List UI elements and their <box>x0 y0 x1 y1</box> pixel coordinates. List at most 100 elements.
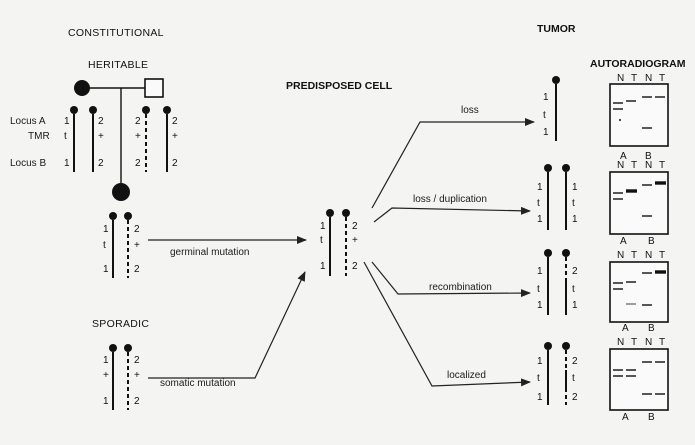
loss-arrow <box>371 118 535 209</box>
tumor-recombination-chromosomes: 1 t 1 2 t 1 <box>537 249 578 315</box>
svg-text:T: T <box>631 160 637 171</box>
tumor-loss-chromosomes: 1 t 1 <box>543 76 560 141</box>
svg-text:B: B <box>648 412 655 423</box>
unaffected-parent-chromosomes: 2 + 2 2 + 2 <box>135 106 178 172</box>
svg-text:B: B <box>645 151 652 162</box>
recombination-label: recombination <box>429 282 492 293</box>
svg-text:N: N <box>645 337 652 348</box>
svg-text:1: 1 <box>103 396 109 407</box>
svg-text:2: 2 <box>134 264 140 275</box>
svg-text:t: t <box>572 373 575 384</box>
svg-text:1: 1 <box>103 264 109 275</box>
svg-text:2: 2 <box>134 396 140 407</box>
svg-text:N: N <box>645 250 652 261</box>
svg-text:+: + <box>135 131 141 142</box>
sporadic-chromosomes: 1 + 1 2 + 2 <box>103 344 140 410</box>
svg-text:t: t <box>64 131 67 142</box>
svg-text:t: t <box>543 110 546 121</box>
autoradiogram-panel-recombination: N T N T A B <box>609 250 669 334</box>
localized-label: localized <box>447 370 486 381</box>
svg-text:2: 2 <box>352 261 358 272</box>
autoradiogram-panel-localized: N T N T A B <box>609 337 669 423</box>
svg-text:N: N <box>645 73 652 84</box>
tumor-heading: TUMOR <box>537 23 576 35</box>
sporadic-heading: SPORADIC <box>92 318 149 330</box>
svg-text:+: + <box>98 131 104 142</box>
svg-text:1: 1 <box>537 300 543 311</box>
svg-text:N: N <box>617 250 624 261</box>
svg-text:2: 2 <box>134 355 140 366</box>
localized-arrow <box>363 261 531 387</box>
svg-text:1: 1 <box>543 92 549 103</box>
svg-text:1: 1 <box>537 182 543 193</box>
constitutional-heading: CONSTITUTIONAL <box>68 27 164 39</box>
svg-text:1: 1 <box>537 266 543 277</box>
svg-text:N: N <box>617 73 624 84</box>
svg-text:T: T <box>631 337 637 348</box>
svg-text:2: 2 <box>572 266 578 277</box>
svg-text:1: 1 <box>64 158 70 169</box>
svg-text:1: 1 <box>572 182 578 193</box>
svg-text:t: t <box>103 240 106 251</box>
svg-text:2: 2 <box>172 158 178 169</box>
loss-duplication-label: loss / duplication <box>413 194 487 205</box>
svg-text:1: 1 <box>537 214 543 225</box>
svg-text:t: t <box>537 284 540 295</box>
svg-text:+: + <box>172 131 178 142</box>
affected-parent-chromosomes: 1 t 1 2 + 2 <box>64 106 104 172</box>
svg-text:N: N <box>617 160 624 171</box>
svg-text:+: + <box>134 370 140 381</box>
svg-text:2: 2 <box>98 116 104 127</box>
svg-text:t: t <box>572 198 575 209</box>
svg-text:2: 2 <box>172 116 178 127</box>
heritable-child-chromosomes: 1 t 1 2 + 2 <box>103 212 140 278</box>
svg-text:T: T <box>659 160 665 171</box>
unaffected-parent-symbol <box>144 78 164 98</box>
svg-text:1: 1 <box>103 224 109 235</box>
tumor-loss-duplication-chromosomes: 1 t 1 1 t 1 <box>537 164 578 230</box>
svg-text:N: N <box>645 160 652 171</box>
svg-text:+: + <box>352 235 358 246</box>
svg-text:A: A <box>622 412 629 423</box>
autoradiogram-panel-loss-duplication: N T N T A B <box>609 160 669 247</box>
svg-text:T: T <box>659 73 665 84</box>
svg-text:1: 1 <box>103 355 109 366</box>
tmr-label: TMR <box>28 131 50 142</box>
germinal-mutation-label: germinal mutation <box>170 247 249 258</box>
svg-text:t: t <box>320 235 323 246</box>
svg-text:1: 1 <box>572 300 578 311</box>
svg-text:N: N <box>617 337 624 348</box>
svg-text:t: t <box>572 284 575 295</box>
affected-parent-symbol <box>74 80 90 96</box>
svg-text:1: 1 <box>320 221 326 232</box>
svg-text:A: A <box>620 151 627 162</box>
svg-text:1: 1 <box>64 116 70 127</box>
svg-text:+: + <box>134 240 140 251</box>
svg-text:1: 1 <box>543 127 549 138</box>
svg-text:A: A <box>620 236 627 247</box>
svg-text:T: T <box>631 73 637 84</box>
recombination-arrow <box>371 261 531 298</box>
svg-text:2: 2 <box>134 224 140 235</box>
svg-text:1: 1 <box>320 261 326 272</box>
svg-text:2: 2 <box>135 116 141 127</box>
loss-duplication-arrow <box>373 206 531 223</box>
predisposed-cell-chromosomes: 1 t 1 2 + 2 <box>320 209 358 276</box>
svg-text:2: 2 <box>572 392 578 403</box>
svg-text:2: 2 <box>98 158 104 169</box>
svg-text:1: 1 <box>537 392 543 403</box>
svg-text:2: 2 <box>135 158 141 169</box>
svg-text:B: B <box>648 236 655 247</box>
svg-text:t: t <box>537 373 540 384</box>
heritable-heading: HERITABLE <box>88 59 148 71</box>
tumor-localized-chromosomes: 1 t 1 2 t 2 <box>537 342 578 405</box>
somatic-mutation-arrow <box>148 271 306 379</box>
svg-text:1: 1 <box>537 356 543 367</box>
svg-text:T: T <box>659 250 665 261</box>
svg-text:t: t <box>537 198 540 209</box>
loss-label: loss <box>461 105 479 116</box>
somatic-mutation-label: somatic mutation <box>160 378 236 389</box>
svg-text:2: 2 <box>352 221 358 232</box>
svg-text:T: T <box>631 250 637 261</box>
